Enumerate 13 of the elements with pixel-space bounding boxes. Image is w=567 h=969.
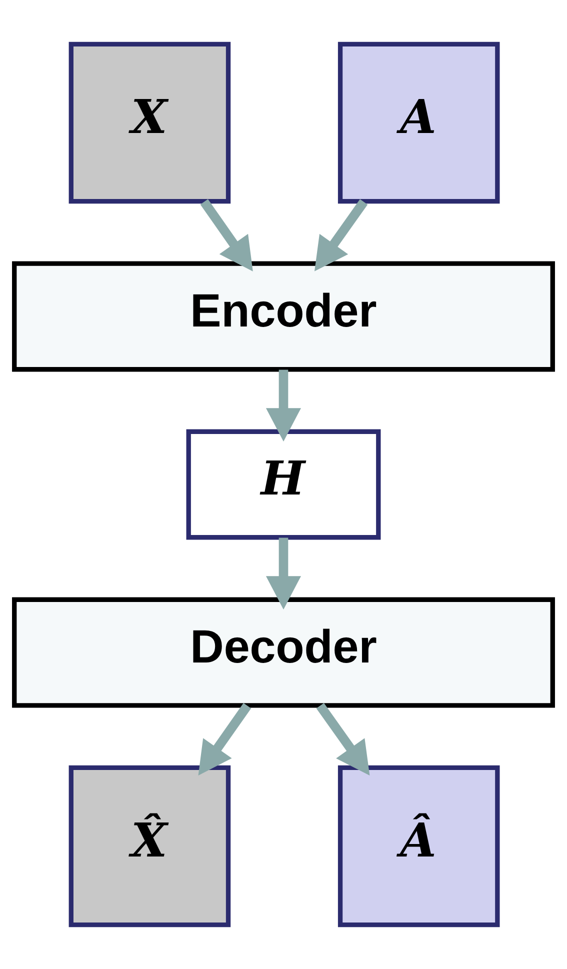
node-box: Â bbox=[338, 765, 500, 928]
node-box: X bbox=[68, 42, 231, 204]
arrow bbox=[200, 199, 253, 272]
node-box: H bbox=[186, 429, 381, 540]
node-box: Decoder bbox=[12, 597, 555, 708]
arrow bbox=[198, 702, 252, 776]
node-box: X̂ bbox=[68, 765, 231, 928]
arrow bbox=[314, 199, 368, 272]
arrow bbox=[316, 702, 370, 776]
arrow bbox=[266, 538, 302, 610]
node-box: A bbox=[338, 42, 500, 204]
arrow bbox=[266, 370, 302, 442]
node-box: Encoder bbox=[12, 261, 555, 372]
